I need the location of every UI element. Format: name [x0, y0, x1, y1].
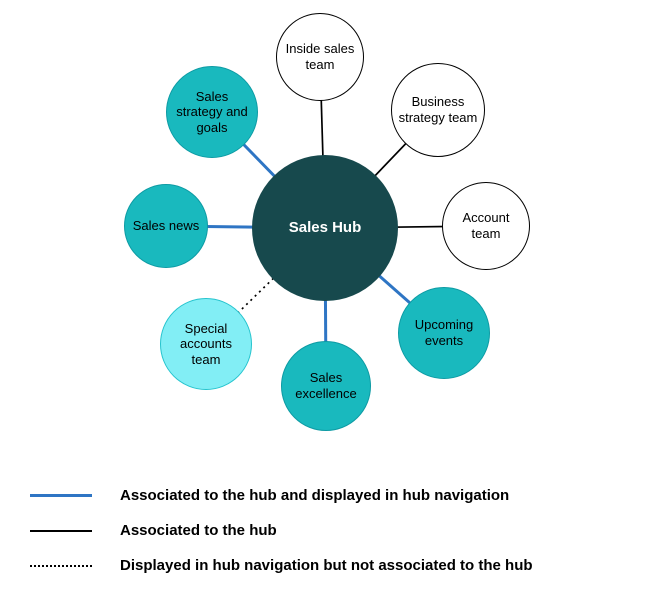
node-special-accounts-team: Special accounts team	[160, 298, 252, 390]
node-label: Business strategy team	[398, 94, 478, 125]
node-business-strategy-team: Business strategy team	[391, 63, 485, 157]
node-label: Sales strategy and goals	[176, 88, 248, 135]
legend-row-displayed-only: Displayed in hub navigation but not asso…	[0, 548, 650, 583]
node-upcoming-events: Upcoming events	[398, 287, 490, 379]
legend-label: Associated to the hub and displayed in h…	[120, 487, 510, 504]
legend-row-associated: Associated to the hub	[0, 513, 650, 548]
hub-label: Sales Hub	[288, 219, 362, 236]
node-sales-excellence: Sales excellence	[281, 341, 371, 431]
node-label: Special accounts team	[179, 320, 233, 367]
node-sales-strategy-goals: Sales strategy and goals	[166, 66, 258, 158]
node-label: Account team	[462, 210, 510, 241]
node-label: Sales news	[132, 218, 200, 234]
node-account-team: Account team	[442, 182, 530, 270]
legend-row-associated-displayed: Associated to the hub and displayed in h…	[0, 478, 650, 513]
dotted-line-sample	[30, 564, 92, 567]
node-sales-news: Sales news	[124, 184, 208, 268]
node-label: Sales excellence	[295, 370, 357, 401]
hub-node: Sales Hub	[252, 155, 398, 301]
legend: Associated to the hub and displayed in h…	[0, 478, 650, 583]
node-label: Upcoming events	[414, 317, 474, 348]
node-inside-sales-team: Inside sales team	[276, 13, 364, 101]
legend-label: Displayed in hub navigation but not asso…	[120, 557, 533, 574]
blue-line-sample	[30, 494, 92, 497]
black-line-sample	[30, 529, 92, 532]
node-label: Inside sales team	[285, 41, 355, 72]
legend-label: Associated to the hub	[120, 522, 277, 539]
